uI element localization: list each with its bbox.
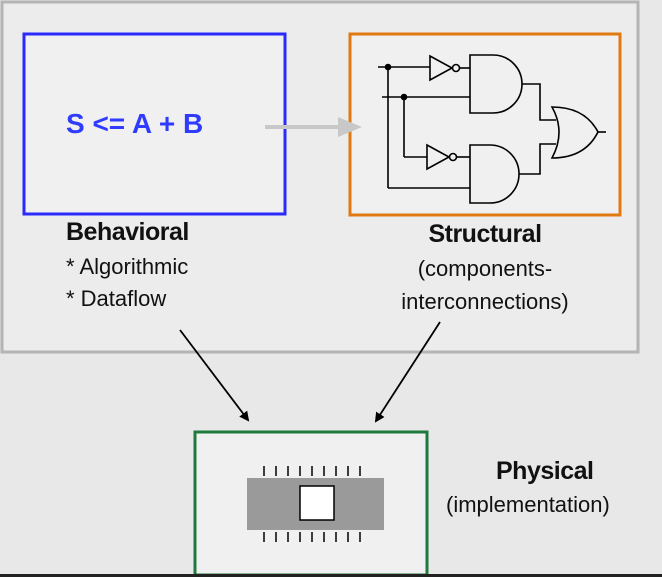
structural-subtitle-line1: (components- [417, 256, 553, 281]
behavioral-item-algorithmic: * Algorithmic [66, 254, 189, 279]
behavioral-to-physical-arrow [179, 329, 250, 422]
bottom-edge [0, 574, 662, 577]
behavioral-title: Behavioral [66, 218, 189, 246]
behavioral-box [22, 32, 287, 216]
physical-subtitle: (implementation) [446, 492, 610, 517]
translation-arrow [265, 117, 362, 137]
equation-text: S <= A + B [66, 108, 204, 139]
and-gate-icon-bottom [469, 144, 520, 204]
physical-title: Physical [496, 457, 594, 485]
structural-subtitle-line2: interconnections) [401, 289, 569, 314]
buffer-icon-bottom [426, 143, 470, 171]
structural-to-physical-arrow [374, 321, 441, 423]
chip-icon [247, 466, 384, 542]
buffer-icon-top [429, 54, 470, 82]
and-gate-icon-top [469, 54, 523, 114]
or-gate-icon [550, 106, 599, 159]
structural-title: Structural [428, 220, 542, 248]
behavioral-item-dataflow: * Dataflow [66, 286, 167, 311]
schematic [378, 54, 606, 204]
